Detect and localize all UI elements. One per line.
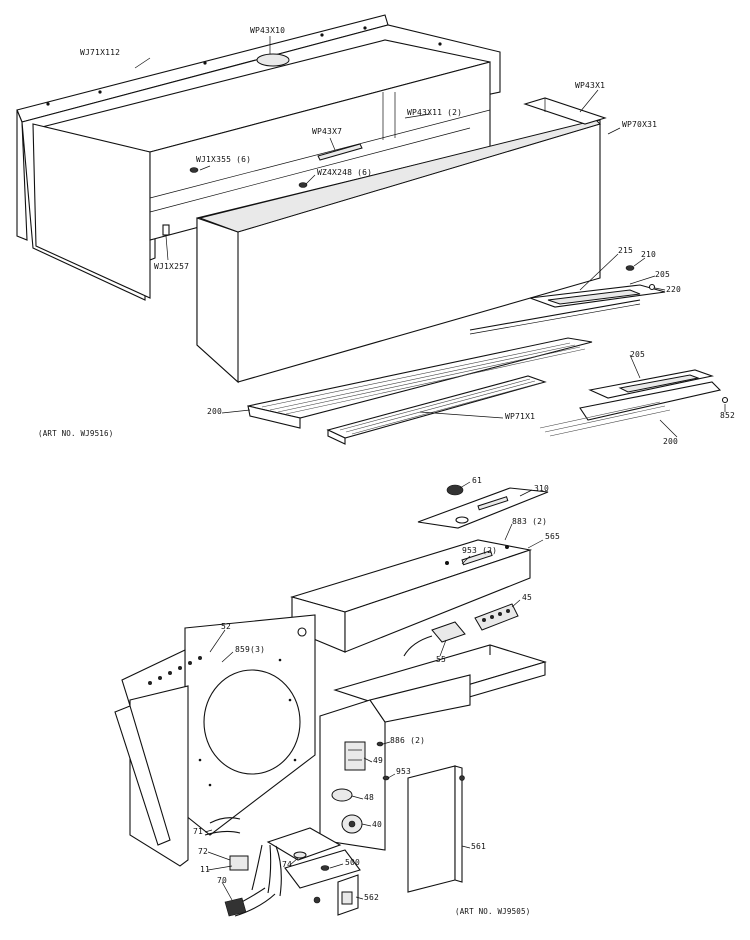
bracket-body xyxy=(129,685,189,867)
leader-lines-top xyxy=(134,36,726,438)
label-210: 210 xyxy=(641,250,657,259)
relay-48 xyxy=(331,788,353,802)
grille-frame-edge xyxy=(247,405,301,429)
sleeve-flange-left xyxy=(16,109,28,241)
label-565: 565 xyxy=(545,532,561,541)
label-205-top: 205 xyxy=(655,270,671,279)
washer-icon xyxy=(648,283,656,291)
label-852: 852 xyxy=(720,411,736,420)
label-11: 11 xyxy=(200,865,211,874)
label-72: 72 xyxy=(198,847,209,856)
label-wp43x1: WP43X1 xyxy=(575,81,606,90)
label-wj1x257: WJ1X257 xyxy=(154,262,190,271)
control-box-top xyxy=(369,674,471,723)
control-box-side xyxy=(319,699,386,851)
switch-55 xyxy=(431,621,466,643)
label-71: 71 xyxy=(193,827,204,836)
plug-72 xyxy=(229,855,249,871)
grille-edge xyxy=(327,429,346,445)
label-wp71x1: WP71X1 xyxy=(505,412,536,421)
control-plate-front xyxy=(344,549,531,653)
label-200-right: 200 xyxy=(663,437,679,446)
fan-orifice xyxy=(203,669,301,775)
screw-icon xyxy=(376,741,384,747)
label-953-bottom: 953 xyxy=(396,767,412,776)
wiring-harness xyxy=(204,817,321,917)
leader-lines-bottom xyxy=(204,481,544,901)
label-215: 215 xyxy=(618,246,634,255)
label-562: 562 xyxy=(364,893,380,902)
base-plate xyxy=(266,827,342,861)
grille-assembly xyxy=(247,265,729,445)
grommet-74 xyxy=(293,851,307,859)
control-knob-icon xyxy=(446,484,464,496)
label-wz4x248: WZ4X248 (6) xyxy=(317,168,373,177)
label-52: 52 xyxy=(221,622,232,631)
label-70: 70 xyxy=(217,876,228,885)
sleeve-left-face xyxy=(32,123,151,299)
filter-insert xyxy=(618,374,700,393)
label-886: 886 (2) xyxy=(390,736,426,745)
small-grille-frame xyxy=(579,381,722,421)
label-49: 49 xyxy=(373,756,384,765)
front-panel-assembly xyxy=(196,97,607,384)
label-205-right: 205 xyxy=(630,350,646,359)
front-panel-side xyxy=(196,217,239,384)
label-220: 220 xyxy=(666,285,682,294)
capacitor-49 xyxy=(344,741,366,771)
label-wp70x31: WP70X31 xyxy=(622,120,658,129)
label-wj71x112: WJ71X112 xyxy=(80,48,121,57)
label-953-top: 953 (2) xyxy=(462,546,498,555)
art-number-bottom: (ART NO. WJ9505) xyxy=(455,907,531,916)
control-box-assembly xyxy=(266,644,547,916)
label-wj1x355: WJ1X355 (6) xyxy=(196,155,252,164)
label-45: 45 xyxy=(522,593,533,602)
label-wp43x7: WP43X7 xyxy=(312,127,343,136)
screw-icon xyxy=(382,775,390,781)
handle-icon xyxy=(256,53,290,67)
back-box-top xyxy=(523,97,607,125)
terminal-block-45 xyxy=(474,603,519,631)
art-number-top: (ART NO. WJ9516) xyxy=(38,429,114,438)
cover-561 xyxy=(407,765,456,893)
control-panel-assembly xyxy=(290,484,549,657)
label-200-left: 200 xyxy=(207,407,223,416)
louver-insert xyxy=(547,289,641,305)
label-500: 500 xyxy=(345,858,361,867)
label-310: 310 xyxy=(534,484,550,493)
power-plug-70 xyxy=(224,897,247,917)
label-55: 55 xyxy=(436,655,447,664)
screw-icon xyxy=(721,396,729,404)
cover-561-edge xyxy=(454,765,463,883)
bracket-side-plate xyxy=(114,705,171,846)
screw-icon xyxy=(189,167,199,173)
blower-housing-assembly xyxy=(114,614,316,867)
label-wp43x10: WP43X10 xyxy=(250,26,286,35)
rail-part xyxy=(317,143,363,161)
label-61: 61 xyxy=(472,476,483,485)
screw-icon xyxy=(298,182,308,188)
clip-icon xyxy=(625,265,635,271)
label-883: 883 (2) xyxy=(512,517,548,526)
label-40: 40 xyxy=(372,820,383,829)
label-561: 561 xyxy=(471,842,487,851)
bracket-part xyxy=(162,224,170,236)
label-74: 74 xyxy=(282,860,293,869)
label-859: 859(3) xyxy=(235,645,266,654)
label-wp43x11: WP43X11 (2) xyxy=(407,108,463,117)
label-48: 48 xyxy=(364,793,375,802)
